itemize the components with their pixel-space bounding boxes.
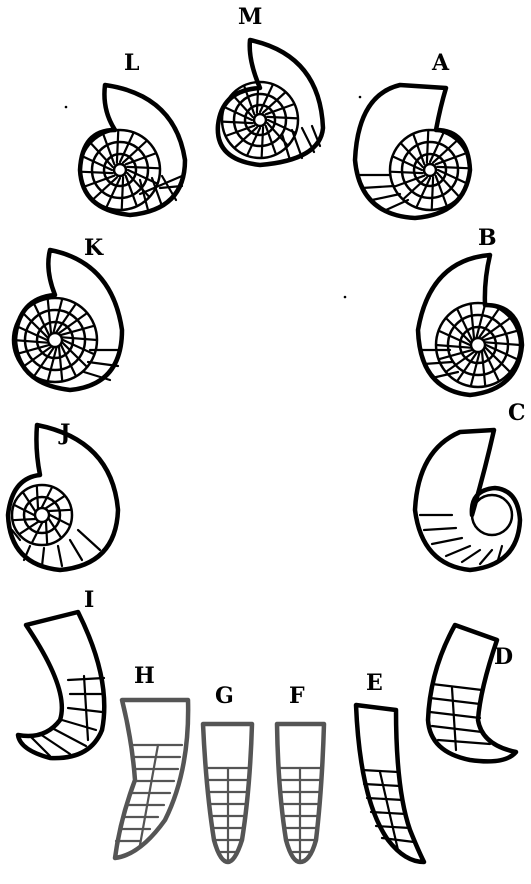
septum-line bbox=[117, 130, 118, 163]
label-h: H bbox=[134, 663, 155, 689]
label-g: G bbox=[215, 683, 234, 709]
label-e: E bbox=[366, 670, 383, 696]
septum-line bbox=[37, 486, 38, 509]
shell-k bbox=[13, 250, 122, 390]
shell-a bbox=[355, 85, 470, 218]
shell-g bbox=[203, 724, 252, 862]
label-c: C bbox=[508, 400, 526, 426]
shell-l bbox=[80, 85, 185, 215]
speck bbox=[359, 96, 362, 99]
septum-line bbox=[63, 337, 98, 340]
septum-line bbox=[482, 352, 485, 387]
shell-h bbox=[115, 700, 188, 858]
septum-line bbox=[13, 340, 48, 343]
septum-line bbox=[390, 172, 423, 173]
septum-line bbox=[122, 177, 123, 210]
shell-c bbox=[415, 430, 520, 570]
septum-line bbox=[437, 167, 470, 168]
septum-line bbox=[48, 299, 51, 334]
shell-e bbox=[356, 705, 424, 862]
label-j: J bbox=[58, 420, 70, 446]
septum-line bbox=[436, 345, 471, 348]
septum-line bbox=[486, 342, 521, 345]
septum-line bbox=[432, 177, 433, 210]
septum-line bbox=[46, 522, 47, 545]
septum-line bbox=[222, 122, 253, 124]
speck bbox=[344, 296, 347, 299]
shell-i bbox=[18, 612, 104, 758]
septum-line bbox=[80, 172, 113, 173]
label-i: I bbox=[84, 587, 94, 613]
septum-line bbox=[13, 519, 36, 520]
septum-line bbox=[127, 167, 160, 168]
septum-line bbox=[257, 82, 259, 113]
speck bbox=[65, 106, 68, 109]
shell-j bbox=[8, 425, 118, 570]
septum-line bbox=[471, 304, 474, 339]
septum-line bbox=[49, 510, 72, 511]
label-d: D bbox=[494, 644, 513, 670]
septum-line bbox=[427, 130, 428, 163]
label-f: F bbox=[289, 683, 305, 709]
label-l: L bbox=[124, 50, 139, 76]
septum-line bbox=[262, 127, 264, 158]
label-m: M bbox=[238, 4, 262, 30]
shell-b bbox=[418, 255, 522, 395]
label-b: B bbox=[478, 225, 497, 251]
label-a: A bbox=[431, 50, 450, 76]
shell-f bbox=[277, 724, 324, 862]
septum-line bbox=[59, 347, 62, 382]
label-k: K bbox=[84, 235, 104, 261]
septum-line bbox=[267, 117, 298, 119]
shell-m bbox=[218, 40, 323, 165]
